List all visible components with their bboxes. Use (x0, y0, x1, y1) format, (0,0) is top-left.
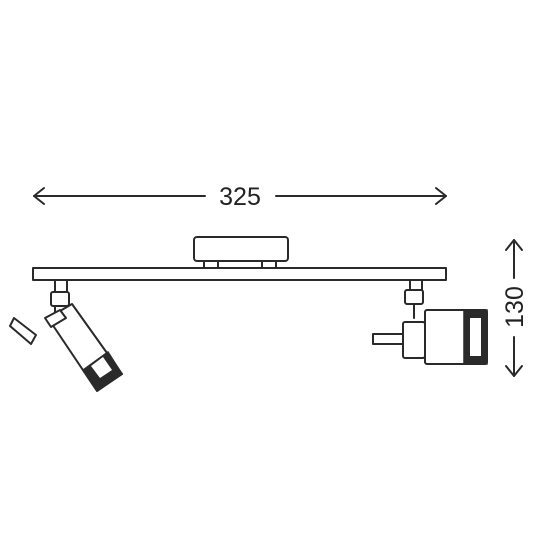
right-shade-cap (402, 321, 426, 359)
height-dimension: 130 (501, 239, 529, 377)
width-arrow-right-head (435, 187, 447, 205)
left-shade-cap (44, 309, 67, 328)
mounting-bar (32, 267, 447, 281)
height-arrow-bottom-head (505, 365, 523, 377)
left-joint-upper (54, 279, 68, 293)
height-arrow-top-head (505, 239, 523, 251)
height-label: 130 (501, 286, 529, 328)
right-joint-upper (409, 279, 423, 291)
width-dimension: 325 (33, 183, 447, 211)
width-arrow-left-head (33, 187, 45, 205)
left-switch-knob (9, 317, 37, 345)
width-label: 325 (219, 183, 261, 211)
canopy-foot-left (203, 260, 219, 269)
left-joint-lower (50, 291, 70, 307)
right-shade-glass-highlight (470, 318, 481, 356)
right-spotlight (372, 279, 488, 365)
left-spotlight (9, 279, 124, 393)
canopy-body (193, 236, 289, 262)
canopy-foot-right (261, 260, 277, 269)
left-shade-glass-highlight (91, 357, 112, 378)
ceiling-canopy (193, 236, 289, 269)
right-joint-lower (404, 289, 424, 305)
right-switch-knob (372, 333, 404, 345)
